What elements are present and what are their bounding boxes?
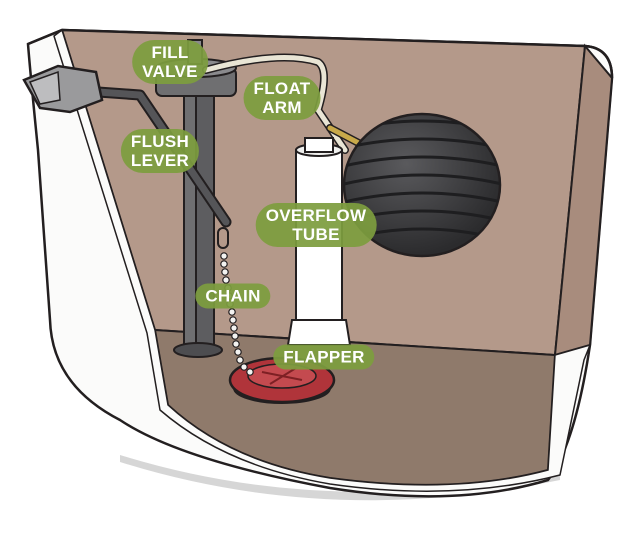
label-chain: CHAIN [195, 283, 271, 309]
tank-top-edge [27, 28, 614, 79]
tank-front-rim [53, 28, 592, 492]
label-flapper: FLAPPER [273, 344, 375, 370]
float-ball [342, 112, 502, 258]
flush-lever [22, 64, 232, 228]
label-overflow-tube: OVERFLOW TUBE [255, 203, 377, 247]
label-flush-lever: FLUSH LEVER [120, 129, 200, 173]
label-float-arm: FLOAT ARM [243, 76, 321, 120]
label-fill-valve: FILL VALVE [132, 40, 208, 84]
